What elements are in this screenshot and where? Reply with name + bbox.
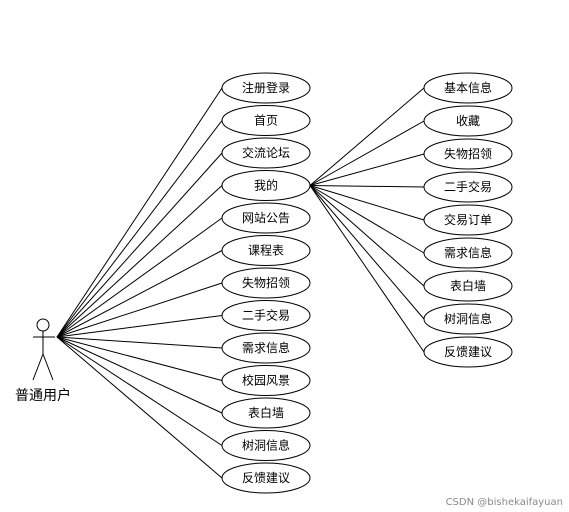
assoc-actor-lost-found	[56, 282, 223, 338]
actor-user: 普通用户	[15, 318, 71, 404]
assoc-mine-favorites	[309, 120, 425, 186]
mine-use-case-feedback-label: 反馈建议	[444, 345, 492, 359]
mine-use-case-second-hand-ellipse	[423, 171, 513, 203]
mine-use-case-tree-hole-ellipse	[423, 303, 513, 335]
mine-use-case-demand-ellipse	[423, 237, 513, 269]
use-case-home-ellipse	[221, 105, 311, 136]
use-case-tree-hole-ellipse	[221, 430, 311, 461]
use-case-lost-found-label: 失物招领	[242, 275, 290, 290]
assoc-mine-demand	[309, 185, 425, 254]
association-lines	[56, 87, 425, 479]
primary-use-cases: 注册登录首页交流论坛我的网站公告课程表失物招领二手交易需求信息校园风景表白墙树洞…	[221, 72, 311, 494]
use-case-register-login-ellipse	[221, 72, 311, 104]
use-case-announcement-ellipse	[221, 202, 311, 234]
use-case-second-hand: 二手交易	[221, 300, 311, 331]
assoc-mine-feedback	[309, 185, 425, 353]
use-case-mine: 我的	[221, 170, 311, 201]
watermark: CSDN @bishekaifayuan	[446, 497, 563, 508]
use-case-register-login-label: 注册登录	[242, 80, 290, 95]
use-case-announcement: 网站公告	[221, 202, 311, 234]
mine-use-case-demand: 需求信息	[423, 237, 513, 269]
use-case-campus-scenery: 校园风景	[221, 365, 311, 396]
mine-use-case-basic-info-ellipse	[423, 72, 513, 104]
assoc-actor-register-login	[56, 87, 223, 338]
use-case-lost-found: 失物招领	[221, 267, 311, 299]
mine-use-case-favorites-ellipse	[423, 105, 513, 137]
mine-use-case-basic-info-label: 基本信息	[444, 80, 492, 95]
use-case-register-login: 注册登录	[221, 72, 311, 104]
actor-leg-right	[42, 353, 54, 381]
assoc-actor-timetable	[56, 250, 223, 338]
assoc-actor-forum	[56, 152, 223, 338]
assoc-mine-lost-found	[309, 153, 425, 186]
use-case-mine-ellipse	[221, 170, 311, 201]
mine-use-case-tree-hole-label: 树洞信息	[444, 311, 492, 326]
use-case-second-hand-label: 二手交易	[242, 308, 290, 323]
actor-head	[36, 318, 50, 332]
actor-label: 普通用户	[15, 387, 71, 404]
mine-use-case-favorites: 收藏	[423, 105, 513, 137]
actor-leg-left	[32, 353, 44, 381]
use-case-confession-wall-ellipse	[221, 397, 311, 429]
use-case-timetable-label: 课程表	[248, 243, 284, 258]
use-case-home-label: 首页	[254, 114, 278, 128]
use-case-campus-scenery-ellipse	[221, 365, 311, 396]
use-case-announcement-label: 网站公告	[242, 211, 290, 225]
mine-use-case-second-hand: 二手交易	[423, 171, 513, 203]
assoc-actor-confession-wall	[56, 336, 223, 414]
mine-use-case-demand-label: 需求信息	[444, 245, 492, 260]
use-case-timetable-ellipse	[221, 235, 311, 266]
use-case-demand: 需求信息	[221, 332, 311, 364]
use-case-home: 首页	[221, 105, 311, 136]
mine-use-case-feedback-ellipse	[423, 336, 513, 368]
mine-use-case-basic-info: 基本信息	[423, 72, 513, 104]
use-case-mine-label: 我的	[254, 178, 278, 193]
use-case-forum-ellipse	[221, 137, 311, 169]
use-case-campus-scenery-label: 校园风景	[242, 373, 290, 388]
assoc-actor-feedback	[56, 336, 223, 479]
use-case-demand-ellipse	[221, 332, 311, 364]
assoc-mine-basic-info	[309, 87, 425, 186]
assoc-mine-second-hand	[309, 185, 425, 188]
mine-use-case-lost-found: 失物招领	[423, 138, 513, 170]
mine-use-case-lost-found-ellipse	[423, 138, 513, 170]
use-case-feedback-label: 反馈建议	[242, 471, 290, 485]
use-case-forum: 交流论坛	[221, 137, 311, 169]
assoc-actor-tree-hole	[56, 336, 223, 446]
use-case-feedback-ellipse	[221, 462, 311, 494]
use-case-second-hand-ellipse	[221, 300, 311, 331]
mine-use-case-tree-hole: 树洞信息	[423, 303, 513, 335]
use-case-tree-hole-label: 树洞信息	[242, 438, 290, 453]
assoc-actor-announcement	[56, 217, 223, 338]
use-case-timetable: 课程表	[221, 235, 311, 266]
assoc-actor-second-hand	[56, 315, 223, 338]
use-case-lost-found-ellipse	[221, 267, 311, 299]
mine-use-case-trade-orders: 交易订单	[423, 204, 513, 236]
mine-use-case-confession-wall-ellipse	[423, 270, 513, 302]
assoc-actor-demand	[56, 336, 223, 349]
mine-use-case-lost-found-label: 失物招领	[444, 146, 492, 161]
use-case-forum-label: 交流论坛	[242, 145, 290, 160]
mine-use-case-feedback: 反馈建议	[423, 336, 513, 368]
use-case-tree-hole: 树洞信息	[221, 430, 311, 461]
mine-use-case-trade-orders-label: 交易订单	[444, 212, 492, 227]
assoc-actor-mine	[56, 185, 223, 338]
mine-use-case-favorites-label: 收藏	[456, 114, 480, 128]
mine-use-case-trade-orders-ellipse	[423, 204, 513, 236]
use-case-confession-wall: 表白墙	[221, 397, 311, 429]
assoc-mine-trade-orders	[309, 185, 425, 221]
mine-use-case-confession-wall: 表白墙	[423, 270, 513, 302]
assoc-actor-home	[56, 120, 223, 338]
use-case-feedback: 反馈建议	[221, 462, 311, 494]
assoc-actor-campus-scenery	[56, 336, 223, 381]
assoc-mine-confession-wall	[309, 185, 425, 287]
use-case-demand-label: 需求信息	[242, 340, 290, 355]
mine-use-case-confession-wall-label: 表白墙	[450, 278, 486, 293]
mine-use-case-second-hand-label: 二手交易	[444, 179, 492, 194]
assoc-mine-tree-hole	[309, 185, 425, 320]
use-case-confession-wall-label: 表白墙	[248, 405, 284, 420]
